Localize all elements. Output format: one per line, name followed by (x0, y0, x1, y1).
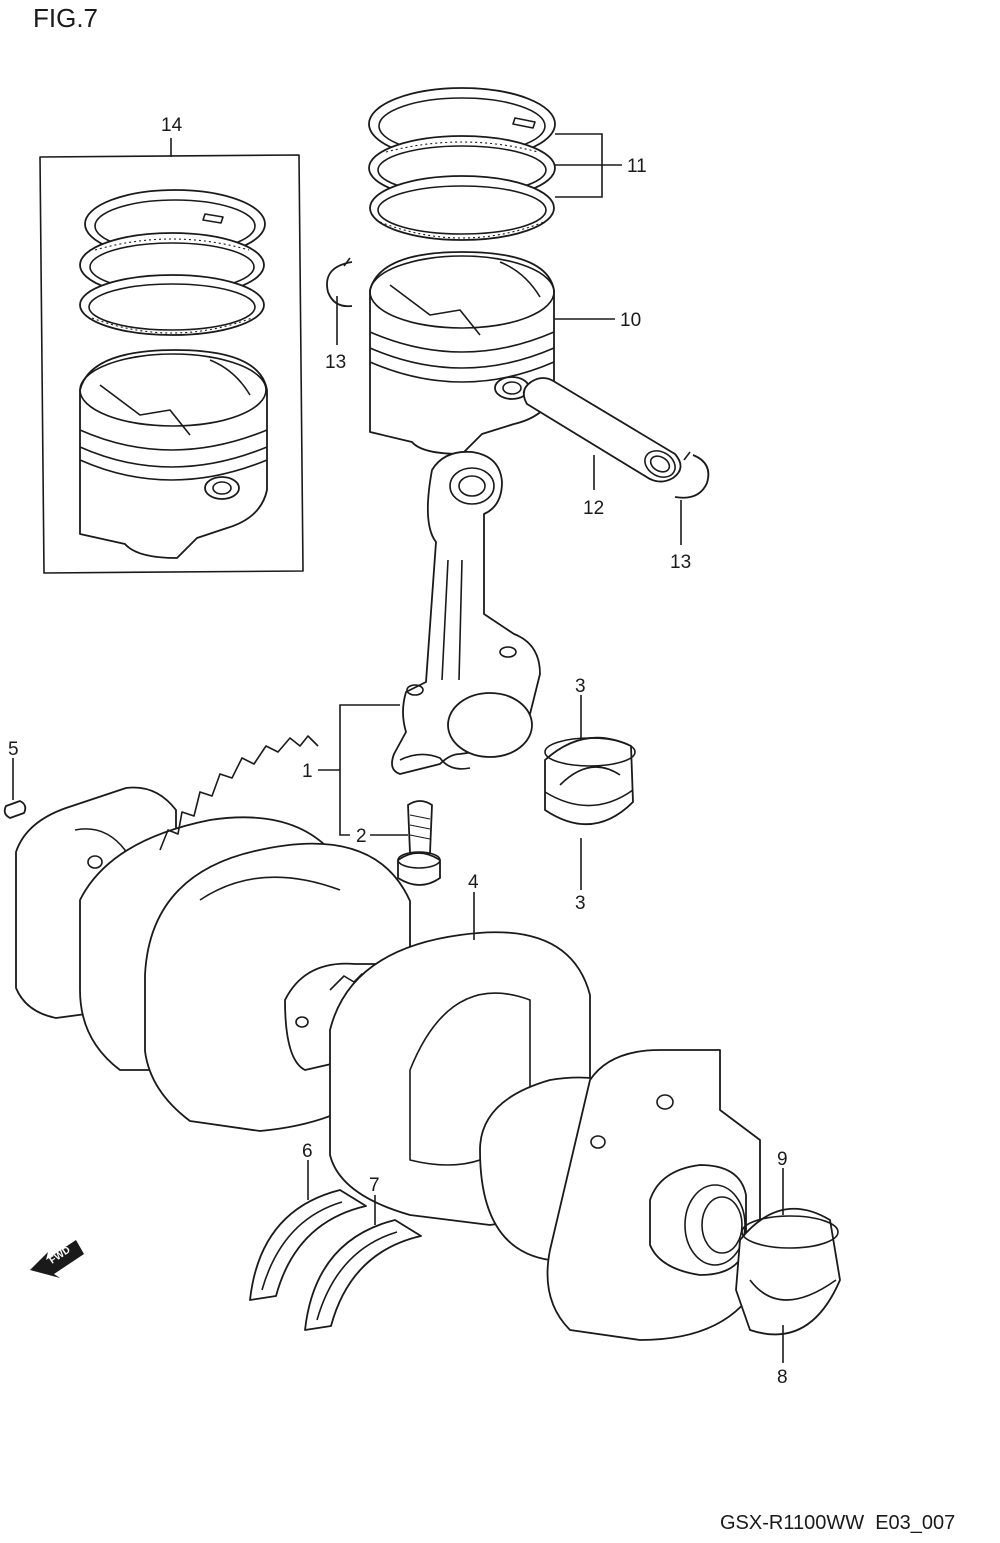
callout-14: 14 (161, 115, 183, 136)
kit-frame (39, 154, 304, 574)
kit-piston (79, 349, 268, 559)
rod-bolt (397, 800, 441, 886)
callout-2: 2 (356, 826, 367, 847)
callout-13-left: 13 (325, 352, 346, 373)
conrod-bearing (544, 736, 636, 826)
callout-9: 9 (777, 1149, 788, 1170)
crankshaft (15, 735, 761, 1341)
leader-lines (12, 133, 784, 1363)
callout-3-bottom: 3 (575, 893, 586, 914)
callout-10: 10 (620, 310, 641, 331)
connecting-rod (391, 450, 541, 775)
callout-13-right: 13 (670, 552, 691, 573)
callout-12: 12 (583, 498, 604, 519)
dowel-pin (3, 800, 27, 819)
callout-3-top: 3 (575, 676, 586, 697)
callout-4: 4 (468, 872, 479, 893)
callout-8: 8 (777, 1367, 788, 1388)
thrust-bearing-7 (304, 1219, 422, 1331)
circlip-left (326, 257, 353, 308)
circlip-right (674, 451, 710, 499)
callout-7: 7 (369, 1175, 380, 1196)
footer-code: GSX-R1100WW E03_007 (720, 1512, 955, 1534)
callouts: 14 11 10 13 12 13 3 5 1 2 4 3 6 9 7 8 (8, 115, 788, 1388)
main-bearing (735, 1207, 841, 1336)
callout-11: 11 (627, 156, 647, 177)
piston-set-kit (39, 154, 304, 574)
callout-6: 6 (302, 1141, 313, 1162)
fwd-arrow-icon: FWD (30, 1240, 84, 1278)
piston-pin (522, 377, 682, 483)
thrust-bearing-6 (249, 1189, 367, 1301)
callout-1: 1 (302, 761, 313, 782)
figure-title: FIG.7 (33, 3, 98, 33)
piston (369, 251, 555, 455)
kit-piston-rings (79, 189, 266, 336)
piston-rings (368, 87, 556, 241)
callout-5: 5 (8, 739, 19, 760)
